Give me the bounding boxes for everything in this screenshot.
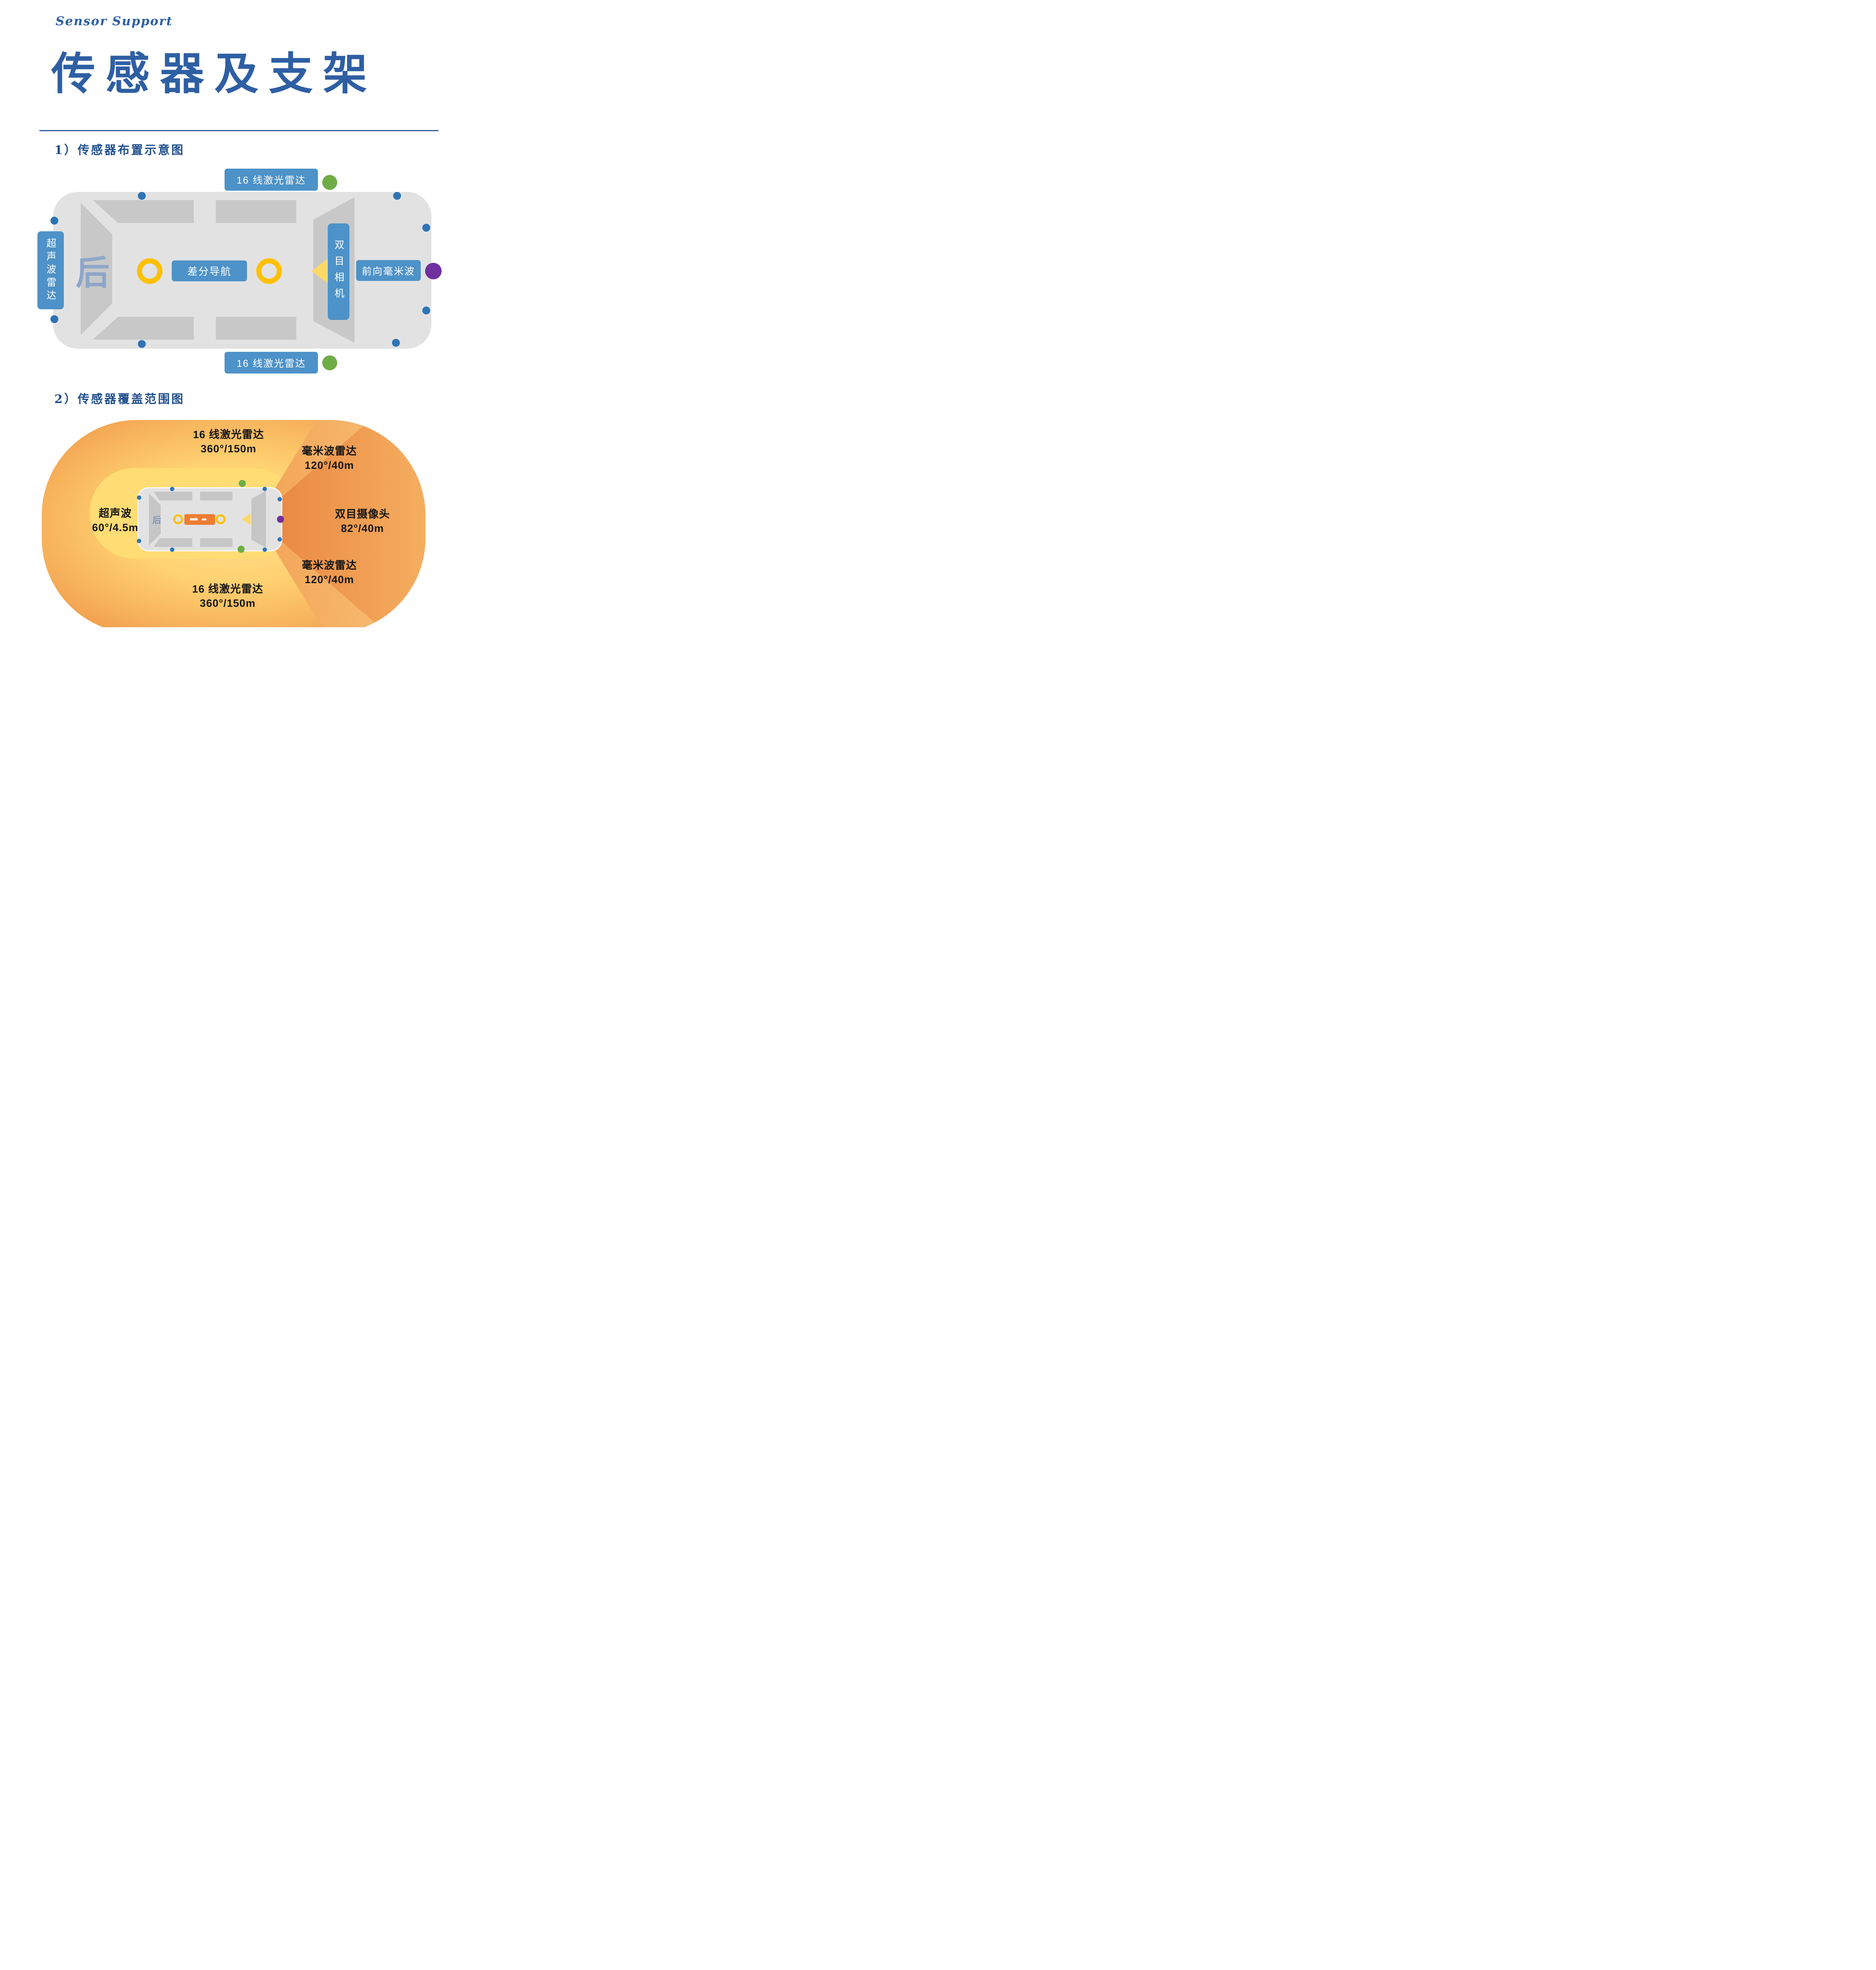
brand-script-text: Sensor Support [56, 14, 173, 28]
coverage-lidar-top-spec: 360°/150m [201, 442, 256, 455]
stereo-camera-label: 双目相机 [328, 223, 349, 320]
mini-gnss-ring-left [173, 514, 183, 524]
lidar-dot-bottom [322, 355, 337, 370]
side-window-bottom-right [216, 317, 296, 340]
mini-nav-bar-dash [190, 518, 198, 520]
front-mmwave-label-text: 前向毫米波 [362, 266, 415, 277]
coverage-mmwave-bottom-spec: 120°/40m [305, 573, 354, 585]
sensor-coverage-diagram: 后 [42, 420, 425, 627]
coverage-lidar-bottom-spec: 360°/150m [200, 597, 256, 609]
coverage-label-mmwave-bottom: 毫米波雷达 120°/40m [278, 559, 381, 587]
coverage-stereo-camera-name: 双目摄像头 [335, 508, 390, 520]
lidar-bottom-label-text: 16 线激光雷达 [236, 358, 306, 369]
mini-lidar-dot-top [239, 480, 246, 487]
mmwave-radar-dot [425, 263, 442, 279]
ultrasonic-side-label: 超声波雷达 [37, 231, 64, 309]
lidar-dot-top [322, 175, 337, 190]
mini-rear-marker-text: 后 [152, 515, 161, 526]
coverage-ultrasonic-spec: 60°/4.5m [92, 521, 139, 533]
coverage-label-lidar-bottom: 16 线激光雷达 360°/150m [169, 582, 287, 611]
ultrasonic-side-label-text: 超声波雷达 [45, 238, 56, 303]
coverage-mmwave-top-spec: 120°/40m [305, 459, 354, 471]
mini-nav-bar [184, 514, 215, 525]
lidar-top-label-text: 16 线激光雷达 [236, 175, 306, 186]
mini-car-top-view: 后 [137, 480, 284, 553]
rear-marker-text: 后 [76, 253, 110, 293]
mini-gnss-ring-right [215, 514, 226, 524]
coverage-label-lidar-top: 16 线激光雷达 360°/150m [169, 428, 288, 456]
diff-nav-label: 差分导航 [172, 260, 247, 281]
mini-car-window-shapes [149, 491, 266, 548]
page: Sensor Support 传感器及支架 1）传感器布置示意图 后 [0, 0, 485, 627]
camera-fov-triangle-icon [312, 258, 328, 284]
gnss-antenna-ring-left [137, 258, 163, 284]
coverage-ultrasonic-name: 超声波 [98, 507, 132, 519]
coverage-label-mmwave-top: 毫米波雷达 120°/40m [278, 444, 381, 473]
stereo-camera-label-text: 双目相机 [333, 239, 344, 304]
mini-lidar-dot-bottom [238, 546, 245, 553]
mini-camera-fov-triangle-icon [242, 513, 251, 525]
coverage-label-stereo-camera: 双目摄像头 82°/40m [313, 507, 412, 536]
coverage-mmwave-top-name: 毫米波雷达 [302, 445, 357, 457]
section1-heading: 1）传感器布置示意图 [54, 143, 185, 157]
coverage-lidar-top-name: 16 线激光雷达 [193, 429, 264, 440]
mini-ultrasonic-sensor-dots [137, 487, 282, 552]
mini-mmwave-radar-dot [277, 516, 284, 523]
rear-window-shape [81, 203, 112, 335]
coverage-mmwave-bottom-name: 毫米波雷达 [302, 559, 357, 571]
coverage-stereo-camera-spec: 82°/40m [341, 522, 384, 534]
title-divider [39, 130, 438, 131]
section2-heading: 2）传感器覆盖范围图 [54, 392, 185, 406]
coverage-label-ultrasonic: 超声波 60°/4.5m [67, 507, 163, 535]
coverage-lidar-bottom-name: 16 线激光雷达 [192, 583, 264, 595]
ultrasonic-sensor-dots [50, 192, 430, 348]
lidar-top-label: 16 线激光雷达 [225, 169, 318, 191]
page-title: 传感器及支架 [51, 48, 377, 100]
gnss-antenna-ring-right [256, 258, 282, 284]
mini-nav-bar-dash [202, 519, 206, 520]
side-window-top-left [93, 200, 194, 223]
lidar-bottom-label: 16 线激光雷达 [225, 352, 318, 374]
car-window-shapes [81, 197, 355, 343]
side-window-bottom-left [93, 317, 194, 340]
diff-nav-label-text: 差分导航 [187, 266, 232, 277]
side-window-top-right [216, 200, 296, 223]
front-mmwave-label: 前向毫米波 [356, 260, 421, 281]
